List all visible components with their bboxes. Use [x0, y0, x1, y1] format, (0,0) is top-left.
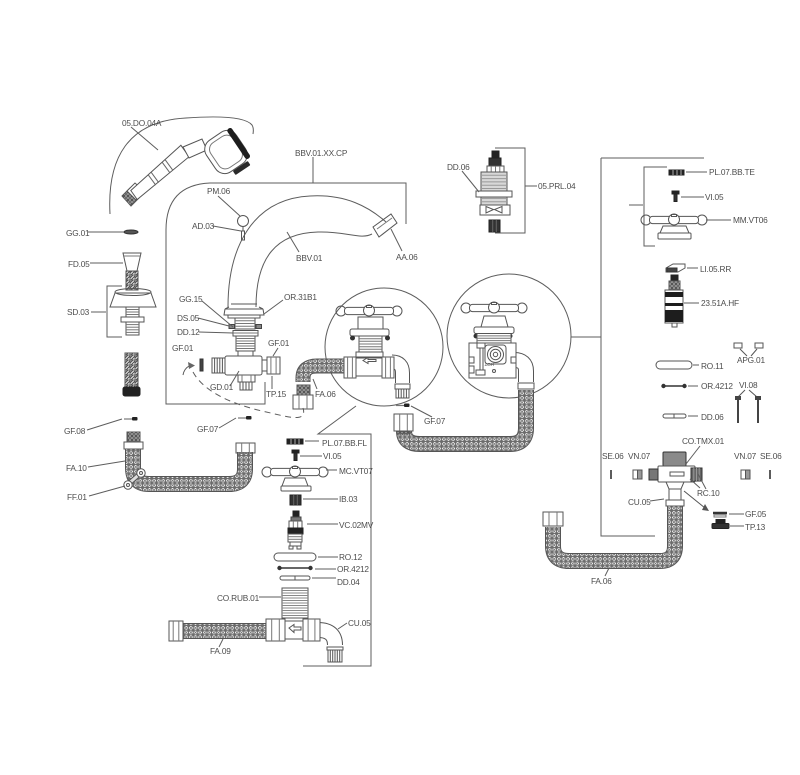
- svg-text:RC.10: RC.10: [697, 488, 720, 498]
- svg-text:GF.05: GF.05: [745, 509, 767, 519]
- svg-text:OR.4212: OR.4212: [701, 381, 733, 391]
- svg-text:VI.05: VI.05: [323, 451, 342, 461]
- svg-text:GF.07: GF.07: [424, 416, 446, 426]
- svg-text:APG.01: APG.01: [737, 355, 765, 365]
- svg-text:GF.01: GF.01: [268, 338, 290, 348]
- svg-text:IB.03: IB.03: [339, 494, 358, 504]
- svg-text:DD.06: DD.06: [701, 412, 724, 422]
- svg-text:GG.15: GG.15: [179, 294, 203, 304]
- svg-text:TP.13: TP.13: [745, 522, 766, 532]
- svg-text:FF.01: FF.01: [67, 492, 87, 502]
- svg-text:PM.06: PM.06: [207, 186, 231, 196]
- svg-text:SE.06: SE.06: [602, 451, 624, 461]
- svg-text:FA.06: FA.06: [591, 576, 612, 586]
- svg-text:MM.VT06: MM.VT06: [733, 215, 768, 225]
- svg-text:PL.07.BB.FL: PL.07.BB.FL: [322, 438, 367, 448]
- svg-text:OR.4212: OR.4212: [337, 564, 369, 574]
- svg-text:23.51A.HF: 23.51A.HF: [701, 298, 739, 308]
- svg-text:GD.01: GD.01: [210, 382, 234, 392]
- svg-text:BBV.01.XX.CP: BBV.01.XX.CP: [295, 148, 348, 158]
- svg-text:CU.05: CU.05: [348, 618, 371, 628]
- svg-text:OR.31B1: OR.31B1: [284, 292, 317, 302]
- svg-text:VN.07: VN.07: [628, 451, 651, 461]
- svg-text:FD.05: FD.05: [68, 259, 90, 269]
- svg-text:BBV.01: BBV.01: [296, 253, 323, 263]
- svg-text:CO.TMX.01: CO.TMX.01: [682, 436, 725, 446]
- svg-text:FA.09: FA.09: [210, 646, 231, 656]
- svg-text:LI.05.RR: LI.05.RR: [700, 264, 731, 274]
- svg-text:AA.06: AA.06: [396, 252, 418, 262]
- svg-text:05.DO.04A: 05.DO.04A: [122, 118, 162, 128]
- svg-text:TP.15: TP.15: [266, 389, 287, 399]
- svg-text:CO.RUB.01: CO.RUB.01: [217, 593, 260, 603]
- svg-text:GF.07: GF.07: [197, 424, 219, 434]
- svg-text:DD.04: DD.04: [337, 577, 360, 587]
- svg-text:DS.05: DS.05: [177, 313, 200, 323]
- svg-text:FA.10: FA.10: [66, 463, 87, 473]
- svg-text:AD.03: AD.03: [192, 221, 215, 231]
- svg-text:05.PRL.04: 05.PRL.04: [538, 181, 576, 191]
- svg-text:VI.08: VI.08: [739, 380, 758, 390]
- svg-text:VI.05: VI.05: [705, 192, 724, 202]
- svg-text:DD.06: DD.06: [447, 162, 470, 172]
- svg-text:RO.12: RO.12: [339, 552, 363, 562]
- svg-text:HOT: HOT: [484, 362, 494, 367]
- svg-text:DD.12: DD.12: [177, 327, 200, 337]
- svg-text:GG.01: GG.01: [66, 228, 90, 238]
- svg-text:PL.07.BB.TE: PL.07.BB.TE: [709, 167, 755, 177]
- svg-text:VN.07: VN.07: [734, 451, 757, 461]
- svg-text:MC.VT07: MC.VT07: [339, 466, 373, 476]
- svg-text:VC.02MV: VC.02MV: [339, 520, 374, 530]
- svg-text:GF.01: GF.01: [172, 343, 194, 353]
- svg-text:RO.11: RO.11: [701, 361, 724, 371]
- svg-text:CU.05: CU.05: [628, 497, 651, 507]
- svg-text:GF.08: GF.08: [64, 426, 86, 436]
- svg-text:SD.03: SD.03: [67, 307, 90, 317]
- svg-text:SE.06: SE.06: [760, 451, 782, 461]
- svg-text:FA.06: FA.06: [315, 389, 336, 399]
